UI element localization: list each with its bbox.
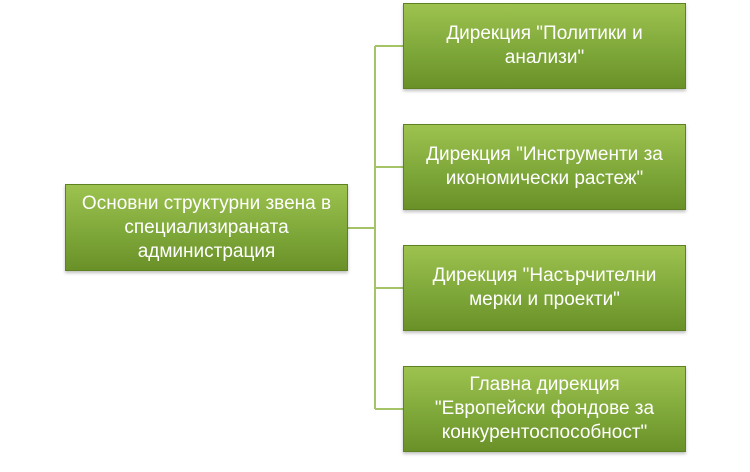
child-node-economic-growth-instruments: Дирекция "Инструменти за икономически ра… [403, 124, 686, 210]
root-node-label: Основни структурни звена в специализиран… [81, 192, 332, 262]
child-node-label: Дирекция "Политики и анализи" [446, 23, 643, 68]
child-node-label: Дирекция "Насърчителни мерки и проекти" [432, 265, 657, 310]
child-node-label: Главна дирекция "Европейски фондове за к… [434, 374, 655, 443]
child-node-incentive-measures-projects: Дирекция "Насърчителни мерки и проекти" [403, 245, 686, 331]
root-node: Основни структурни звена в специализиран… [65, 184, 348, 271]
child-node-label: Дирекция "Инструменти за икономически ра… [426, 144, 663, 189]
child-node-european-funds-competitiveness: Главна дирекция "Европейски фондове за к… [403, 366, 686, 452]
child-node-policies-analyses: Дирекция "Политики и анализи" [403, 3, 686, 89]
